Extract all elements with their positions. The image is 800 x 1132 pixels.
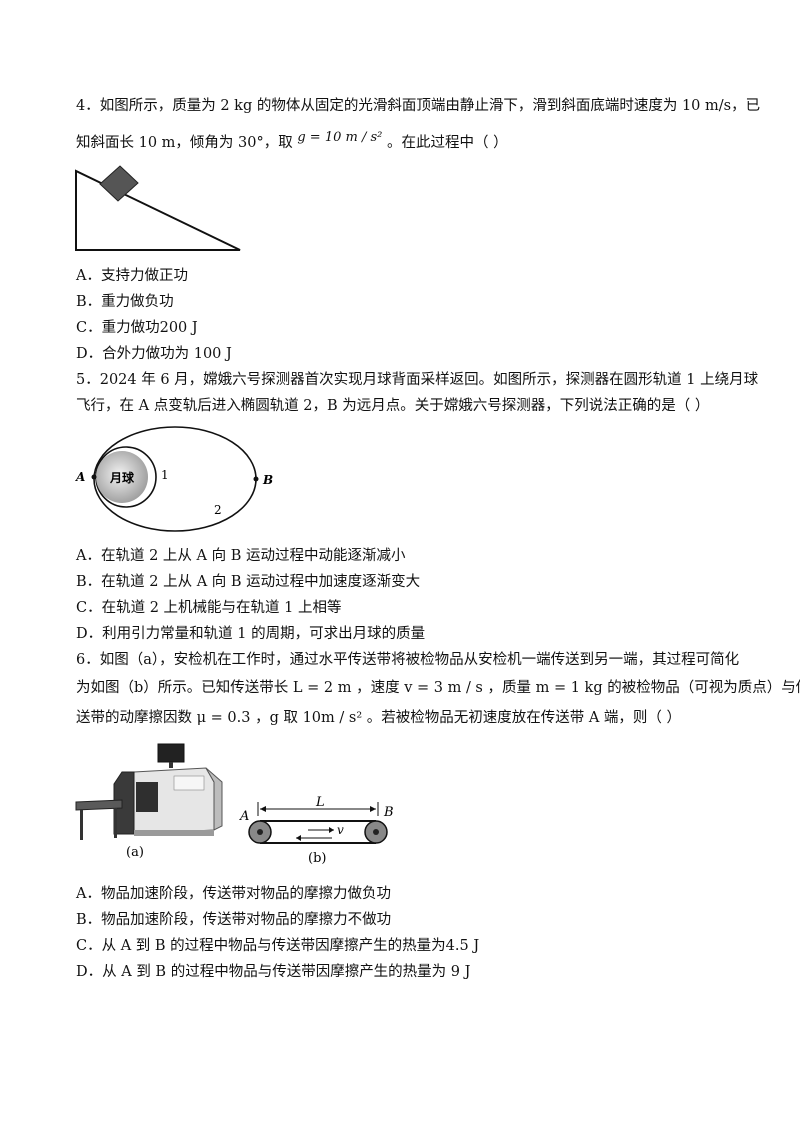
- q5-option-d[interactable]: D．利用引力常量和轨道 1 的周期，可求出月球的质量: [76, 626, 426, 642]
- orbit-2-label: 2: [214, 503, 222, 517]
- q6-option-a[interactable]: A．物品加速阶段，传送带对物品的摩擦力做负功: [76, 886, 391, 902]
- q4-option-d[interactable]: D．合外力做功为 100 J: [76, 346, 232, 362]
- q4-formula: g = 10 m / s²: [297, 130, 383, 145]
- moon: [96, 451, 148, 503]
- label-b: B: [262, 473, 273, 487]
- orbit-1-label: 1: [161, 468, 169, 482]
- q4-incline-figure: [75, 165, 241, 251]
- label-a: A: [239, 809, 249, 824]
- q5-option-a[interactable]: A．在轨道 2 上从 A 向 B 运动过程中动能逐渐减小: [76, 548, 406, 564]
- q5-option-c[interactable]: C．在轨道 2 上机械能与在轨道 1 上相等: [76, 600, 342, 616]
- q5-option-b[interactable]: B．在轨道 2 上从 A 向 B 运动过程中加速度逐渐变大: [76, 574, 421, 590]
- q4-stem-text: 知斜面长 10 m，倾角为 30°，取: [76, 135, 298, 151]
- q4-option-a[interactable]: A．支持力做正功: [76, 268, 188, 284]
- monitor: [157, 743, 185, 763]
- q4-option-b[interactable]: B．重力做负功: [76, 294, 174, 310]
- q4-stem-line2: 知斜面长 10 m，倾角为 30°，取 g = 10 m / s² 。在此过程中…: [76, 130, 508, 154]
- moon-label: 月球: [109, 470, 135, 485]
- q6-stem-line1: 6．如图（a），安检机在工作时，通过水平传送带将被检物品从安检机一端传送到另一端…: [76, 652, 740, 668]
- q6-option-b[interactable]: B．物品加速阶段，传送带对物品的摩擦力不做功: [76, 912, 392, 928]
- q6-option-d[interactable]: D．从 A 到 B 的过程中物品与传送带因摩擦产生的热量为 9 J: [76, 964, 471, 980]
- q5-stem-line2: 飞行，在 A 点变轨后进入椭圆轨道 2，B 为远月点。关于嫦娥六号探测器，下列说…: [76, 398, 710, 414]
- label-a: A: [75, 470, 85, 484]
- caption-b: (b): [308, 851, 326, 866]
- q4-option-c[interactable]: C．重力做功200 J: [76, 320, 198, 336]
- label-b: B: [383, 805, 394, 820]
- conveyor-table: [75, 799, 123, 811]
- block-shape: [99, 165, 139, 202]
- q6-conveyor-belt-figure: L A B v (b): [239, 795, 394, 866]
- label-v: v: [337, 823, 344, 837]
- q4-stem-end: 。在此过程中（ ）: [382, 135, 508, 151]
- q5-orbit-figure: 月球 A B 1 2: [75, 426, 273, 532]
- point-b: [253, 476, 259, 482]
- label-l: L: [315, 795, 325, 810]
- q5-stem-line1: 5．2024 年 6 月，嫦娥六号探测器首次实现月球背面采样返回。如图所示，探测…: [76, 372, 759, 388]
- q6-security-machine-figure: (a): [75, 743, 223, 860]
- caption-a: (a): [126, 845, 144, 860]
- point-a: [91, 474, 97, 480]
- q6-stem-line3: 送带的动摩擦因数 μ = 0.3 ，g 取 10m / s² 。若被检物品无初速…: [76, 710, 682, 726]
- q6-stem-line2: 为如图（b）所示。已知传送带长 L = 2 m ，速度 v = 3 m / s …: [76, 680, 800, 696]
- q4-stem-line1: 4．如图所示，质量为 2 kg 的物体从固定的光滑斜面顶端由静止滑下，滑到斜面底…: [76, 98, 761, 114]
- q6-option-c[interactable]: C．从 A 到 B 的过程中物品与传送带因摩擦产生的热量为4.5 J: [76, 938, 480, 954]
